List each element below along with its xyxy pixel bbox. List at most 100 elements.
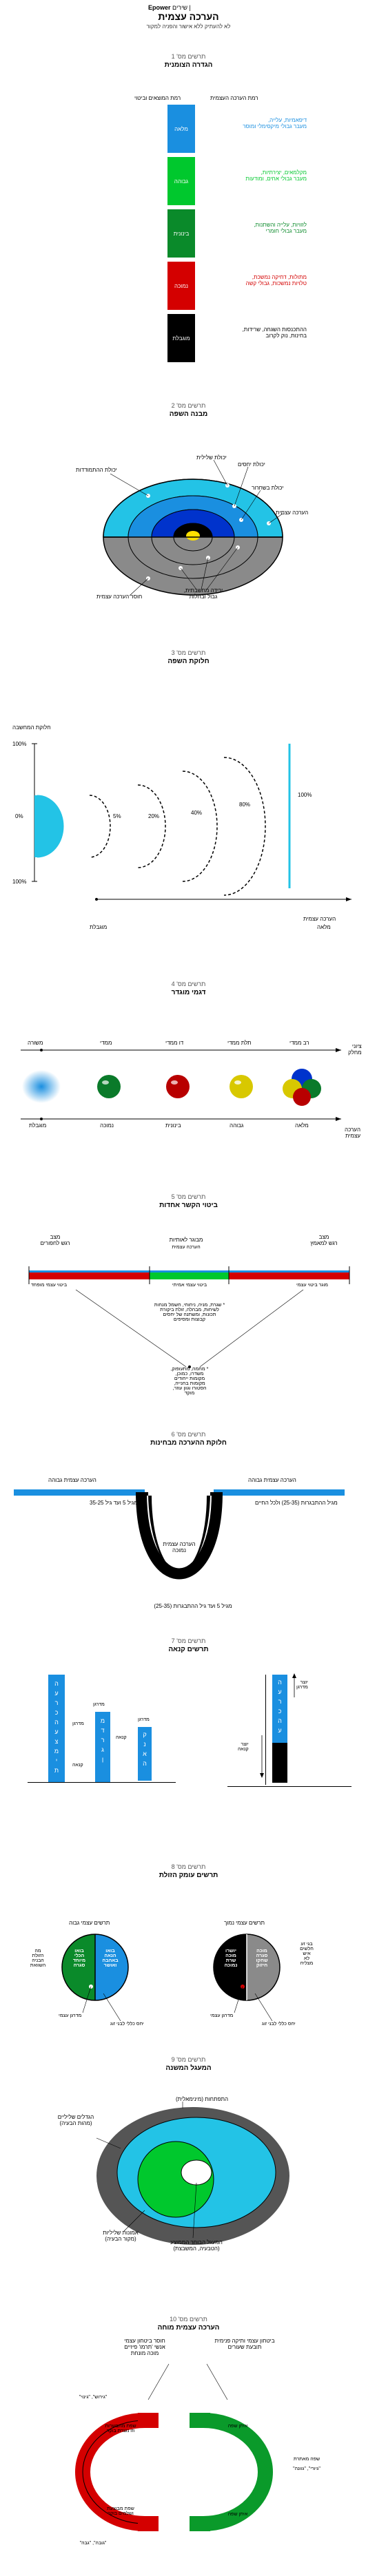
s5-note-top: * שגרת, מניה, ניחוחי, חשמל מנחות לשיחות,…: [154, 1303, 225, 1322]
s10-top-left: חוסר ביטחון עצמי אנשי 'תרמו' פיזיים מוכה…: [124, 2338, 165, 2356]
s7-title: תרשים קנאה: [168, 1646, 209, 1653]
s4-bot-1: מלאה: [295, 1122, 309, 1129]
bar-letter: ד: [101, 1727, 105, 1734]
s2-label-self: הערכה עצמית: [276, 510, 309, 516]
s4-label: תרשים מס' 4: [171, 981, 206, 987]
s7-left-b: קנאה: [72, 1763, 83, 1768]
s4-top-1: רב ממדי: [289, 1040, 309, 1046]
s3-title: חלוקת השפה: [167, 658, 210, 665]
s3-label: תרשים מס' 3: [171, 649, 206, 656]
s10-diagram: [75, 2363, 273, 2531]
s7-right-line: [265, 1675, 266, 1785]
s8-left-c: מה הזולת הבניה השוואת: [30, 1949, 46, 1968]
s2-title: מבנה השפה: [169, 410, 208, 418]
s1-level-label: מלאה: [174, 125, 188, 132]
s3-pct-40: 40%: [191, 810, 203, 816]
s1-level-box: בינונית: [167, 209, 195, 258]
s5-left-top: מצב רגש לחפורים: [40, 1234, 70, 1246]
s4-bot-5: מוגבלת: [29, 1122, 47, 1129]
s4-diagram: [21, 1048, 341, 1121]
s1-level-box: נמוכה: [167, 262, 195, 310]
s8-right-bottom: יחס כללי לבני זוג: [262, 2022, 296, 2027]
s2-label-aware: יכולת בשחרור: [252, 485, 284, 491]
s9-left: הגדלים שליליים (מהות הבעיה): [57, 2114, 94, 2126]
s1-col-left: רמת המוצאים וביטוי: [134, 95, 181, 101]
bar-letter: ר: [278, 1698, 282, 1705]
bar-letter: נ: [143, 1741, 146, 1748]
s10-right-c: "גיורי", "גוונה": [293, 2467, 320, 2471]
s1-col-right: רמת הערכה העצמית: [210, 95, 258, 101]
bar-letter: ע: [278, 1688, 282, 1695]
s4-bot-2: גבוהה: [230, 1122, 244, 1129]
bar-letter: א: [143, 1750, 147, 1757]
s10-title: הערכה עצמית מוחה: [157, 2324, 220, 2332]
s3-bottom-left: מוגבלת: [90, 924, 108, 930]
s4-bot-3: בינונית: [165, 1122, 181, 1129]
bar-letter: מ: [100, 1717, 105, 1724]
s3-pct-20: 20%: [148, 813, 160, 819]
s1-level-desc: ההתכנסות השגחה, שרידות, בחינות, נוק לקרו…: [242, 326, 307, 339]
s7-left-small: מדרגן: [93, 1702, 105, 1707]
bar-letter: ה: [143, 1760, 147, 1767]
s1-level-label: נמוכה: [174, 282, 188, 289]
bar-letter: ר: [101, 1737, 105, 1743]
s5-label: תרשים מס' 5: [171, 1193, 206, 1200]
s8-left-bottom2: מדרגן עצמי: [59, 2013, 82, 2018]
bar-letter: כ: [278, 1708, 282, 1715]
s8-right-b: מוכה סגרה שחקו חיזוק: [256, 1949, 268, 1968]
bar-letter: ר: [54, 1699, 59, 1706]
s4-top-2: תלת ממדי: [227, 1040, 252, 1046]
bar-letter: ע: [54, 1728, 59, 1735]
s3-bottom-right: מלאה: [317, 924, 331, 930]
s10-right-d: איתן שפה: [227, 2512, 248, 2517]
s10-left-d: "גובה", "גבה": [79, 2541, 107, 2546]
s6-bottom: מגיל 5 ועד גיל ההתבגרות (25-35): [154, 1603, 232, 1609]
s1-level-desc: דיפאמיות, עלייה, מעבר גבולי מיקסימלי ומו…: [243, 117, 307, 129]
s9-title: המעגל המשנה: [165, 2064, 212, 2072]
s7-baseline-left: [28, 1782, 176, 1783]
bar-letter: ה: [278, 1679, 282, 1686]
brand: Epower שירים |: [148, 4, 191, 11]
s4-top-3: דו ממדי: [165, 1040, 184, 1046]
bar-letter: ק: [143, 1731, 147, 1738]
s3-pct-100: 100%: [298, 792, 312, 798]
s9-diagram: [96, 2102, 289, 2245]
s6-title: חלוקת ההערכה מבחינות: [150, 1439, 227, 1447]
s1-label: תרשים מס' 1: [171, 53, 206, 60]
s2-label-wide: יכולת שלילית: [196, 454, 227, 461]
s6-right-top: הערכה עצמית גבוהה: [248, 1477, 296, 1483]
s7-baseline-right: [227, 1786, 351, 1787]
s4-top-5: משורה: [28, 1040, 43, 1046]
s1-level-box: מלאה: [167, 105, 195, 153]
s8-left-b: בואו הנאה באהבה ואושר: [102, 1949, 119, 1968]
bar-letter: י: [55, 1757, 58, 1764]
s8-title: תרשים עומק הזולת: [159, 1872, 218, 1879]
bar-letter: צ: [54, 1738, 59, 1745]
s4-bot-4: נמוכה: [100, 1122, 114, 1129]
s8-left-bottom: יחס כללי לבני זוג: [110, 2022, 144, 2027]
s5-diagram: [28, 1266, 350, 1368]
page-title: הערכה עצמית: [158, 11, 219, 22]
s6-right-note: מגיל ההתבגרות (25-35) ולכל החיים: [255, 1500, 338, 1506]
s10-label: תרשים מס' 10: [170, 2316, 207, 2323]
s1-level-desc: מקלמאים, יצירתיות, מעבר גבולי אחים, ומוד…: [245, 169, 307, 182]
s6-diagram: [14, 1489, 345, 1580]
s2-label-bottom: ירידה מחשבתית, גבול ובחלות: [183, 587, 223, 600]
s1-level-label: בינונית: [173, 230, 190, 237]
page-subtitle: לא להעתיק ללא אישור והפניה למקור: [146, 23, 231, 30]
s10-top-right: ביטחון עצמי ותיקה פנימית תובעת שעורים: [214, 2338, 275, 2350]
s1-level-desc: לזוויות, עלייה והשתנות, מעבר גבולי חומרי: [254, 222, 307, 234]
s3-diagram: [32, 743, 351, 901]
bar-letter: כ: [54, 1709, 59, 1716]
s1-level-label: גבוהה: [174, 178, 189, 185]
s5-bar-center: ביטוי עצמי אמיתי: [172, 1283, 207, 1288]
s3-ytop: 100%: [12, 741, 27, 747]
s10-right-a: איתן שפה: [227, 2424, 248, 2429]
s4-title: דגמי מוגדר: [171, 989, 206, 996]
s7-left-d: מדרגן: [72, 1721, 84, 1726]
s3-ybot: 100%: [12, 879, 27, 885]
s9-bottom-left: אמונות שליליות (מקור הבעיה): [103, 2230, 139, 2242]
s10-right-b: שפה מאתרת: [293, 2457, 320, 2462]
s7-right-top: יוצר מדרגן: [296, 1680, 308, 1690]
